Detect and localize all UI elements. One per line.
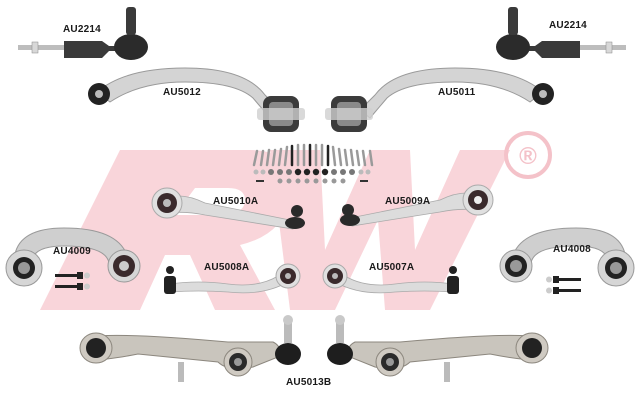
svg-text:®: ® <box>519 143 537 170</box>
part-label-au5013b: AU5013B <box>286 377 332 388</box>
control-arm-au5011 <box>325 67 554 132</box>
part-label-au5008a: AU5008A <box>204 262 250 273</box>
bolts-au4009 <box>55 272 90 290</box>
part-label-au2214-left: AU2214 <box>63 24 101 35</box>
control-arm-au5007a <box>322 263 459 294</box>
control-arm-au5012 <box>88 67 305 132</box>
tie-rod-end-left <box>18 7 148 60</box>
part-label-au5009a: AU5009A <box>385 196 431 207</box>
registered-mark-icon: ® <box>504 131 552 179</box>
control-arm-au5009a <box>340 184 494 227</box>
part-label-au5011: AU5011 <box>438 87 476 98</box>
part-label-au2214-right: AU2214 <box>549 20 587 31</box>
bolts-au4008 <box>546 276 581 294</box>
control-arm-au5010a <box>151 187 305 230</box>
part-label-au4009: AU4009 <box>53 246 91 257</box>
lower-control-arm-right <box>327 315 549 382</box>
tie-rod-end-right <box>496 7 626 60</box>
lower-control-arm-left <box>79 315 301 382</box>
control-arm-au5008a <box>164 263 301 294</box>
part-label-au4008: AU4008 <box>553 244 591 255</box>
stabilizer-link-au4009 <box>5 227 141 287</box>
part-label-au5012: AU5012 <box>163 87 201 98</box>
part-label-au5010a: AU5010A <box>213 196 259 207</box>
part-label-au5007a: AU5007A <box>369 262 415 273</box>
hardware-kit-bolts-nuts <box>252 143 374 184</box>
stabilizer-link-au4008 <box>499 227 635 287</box>
